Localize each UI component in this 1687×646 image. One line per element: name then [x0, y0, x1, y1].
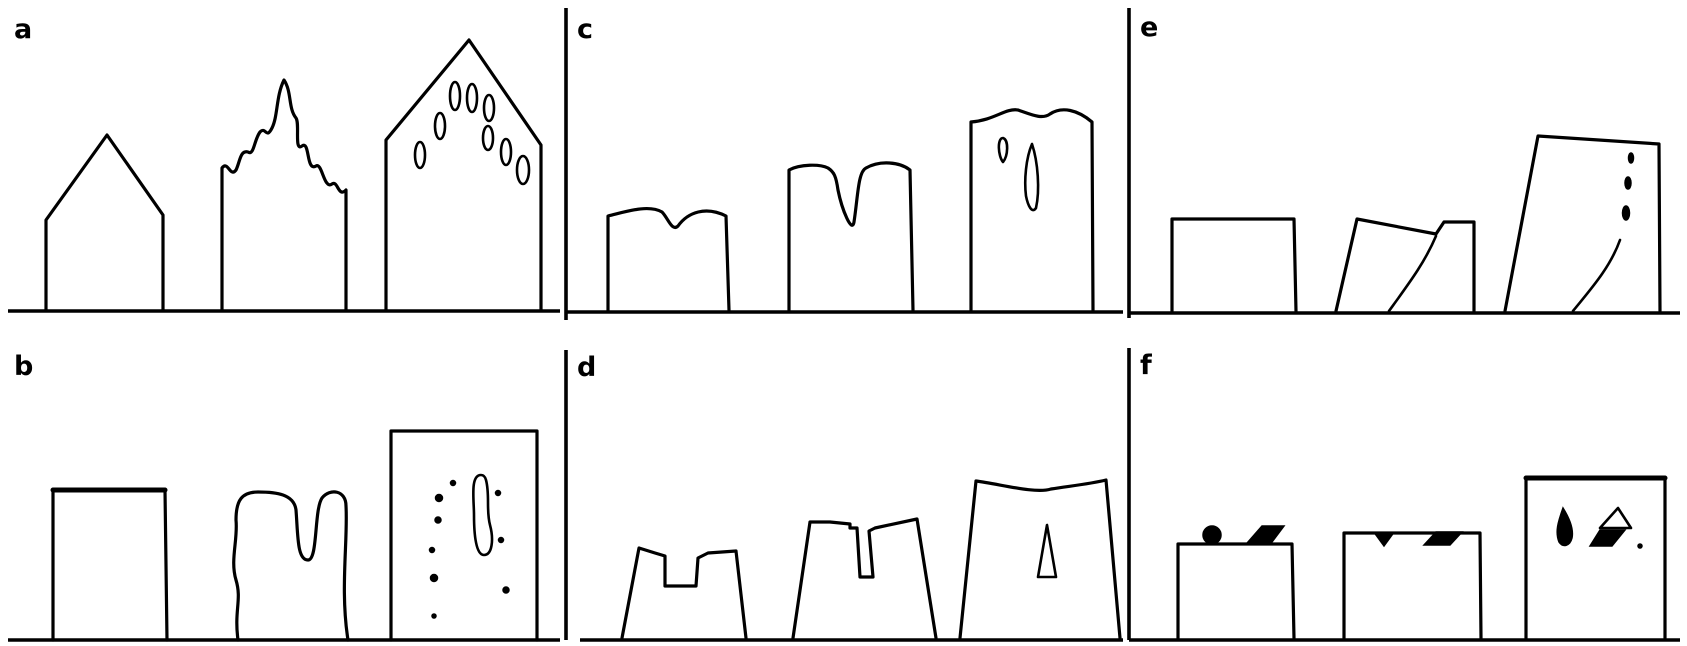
panel-b-pore — [451, 481, 456, 486]
panel-e-shape-2 — [1336, 219, 1474, 311]
panel-d-shape-2 — [793, 519, 936, 638]
panel-e: e — [1129, 12, 1680, 313]
panel-a-pore — [501, 139, 511, 165]
panel-a-shape-1 — [46, 135, 163, 310]
panel-b-pore — [430, 548, 435, 553]
panel-b-pore — [496, 491, 501, 496]
panel-b-shape-2 — [234, 492, 348, 640]
panel-c-shape-2 — [789, 163, 913, 310]
panel-f-dot — [1638, 544, 1642, 548]
panel-e-shape-3 — [1505, 136, 1660, 311]
panel-c-label: c — [577, 14, 593, 45]
panel-e-shape-2-crack — [1389, 236, 1436, 311]
panel-c-shape-1 — [608, 209, 729, 310]
panel-d-shape-1 — [622, 548, 746, 638]
panel-f-label: f — [1140, 350, 1152, 381]
panel-c: c — [566, 14, 1123, 312]
panel-b-shape-3 — [391, 431, 537, 640]
panel-b-pores — [430, 475, 510, 618]
panel-a: a — [8, 14, 560, 311]
panel-b: b — [8, 351, 560, 640]
panel-e-pore — [1625, 177, 1631, 189]
panel-e-pore — [1629, 153, 1634, 163]
panel-d-label: d — [577, 352, 596, 383]
panel-f-inclusion-flake — [1248, 526, 1284, 542]
panel-a-pore — [435, 113, 445, 139]
panel-f-shape-3 — [1526, 478, 1665, 638]
panel-e-shape-1 — [1172, 219, 1296, 311]
panel-b-pore — [431, 575, 438, 582]
panel-d: d — [577, 352, 1123, 640]
panel-b-shape-1 — [53, 490, 167, 640]
panel-b-pore — [432, 614, 436, 618]
panel-f-inclusion-drop — [1376, 535, 1392, 546]
panel-b-pore — [499, 538, 504, 543]
panel-f: f — [1129, 350, 1680, 640]
panel-f-shape-2 — [1344, 533, 1481, 638]
panel-a-pore — [467, 84, 477, 112]
panel-a-pores — [415, 82, 529, 184]
panel-f-inclusion-round — [1203, 526, 1221, 544]
panel-b-pore — [435, 517, 441, 523]
panel-f-shape-1 — [1178, 544, 1294, 638]
panel-b-main-crack — [473, 475, 492, 555]
panel-a-pore — [450, 82, 460, 110]
panel-a-pore — [483, 126, 493, 150]
panel-a-pore — [517, 156, 529, 184]
panel-c-pore-2 — [1025, 144, 1038, 210]
panel-c-pore-1 — [999, 138, 1007, 162]
panel-e-label: e — [1140, 12, 1158, 43]
panel-b-label: b — [14, 351, 33, 382]
panel-a-label: a — [14, 14, 32, 45]
panel-a-pore — [415, 142, 425, 168]
panel-a-pore — [484, 95, 494, 121]
panel-a-shape-2 — [222, 80, 346, 310]
panel-b-pore — [503, 587, 509, 593]
panel-f-pore-drop — [1557, 508, 1572, 545]
panel-f-crack-triangle — [1600, 508, 1631, 528]
panel-f-crack-flake — [1590, 530, 1625, 546]
panel-d-shape-3-crack — [1038, 525, 1056, 577]
panel-e-shape-3-crack — [1573, 240, 1620, 311]
panel-b-pore — [436, 495, 443, 502]
panel-e-pore — [1623, 206, 1630, 220]
